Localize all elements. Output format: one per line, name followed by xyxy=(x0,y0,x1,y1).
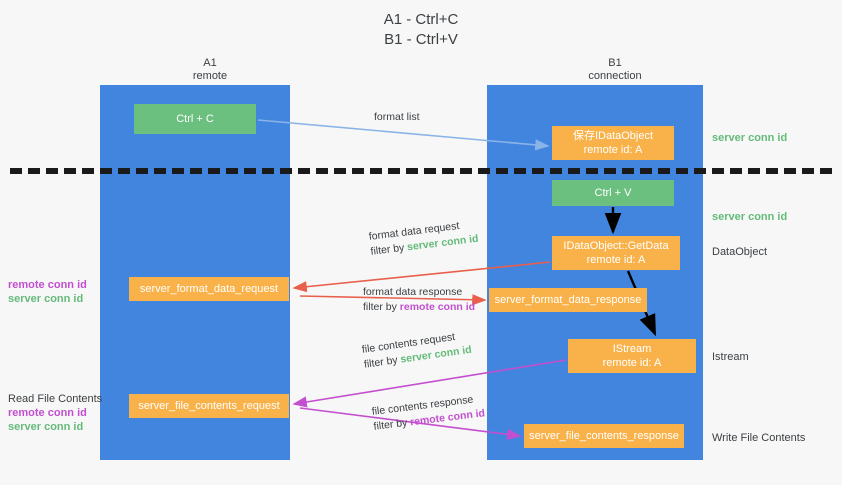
node-server-file-contents-response[interactable]: server_file_contents_response xyxy=(524,424,684,448)
column-header-b1: B1 connection xyxy=(588,57,642,82)
side-note-server-conn-id-top: server conn id xyxy=(712,132,788,144)
edge-label-file-contents-response: file contents response filter by remote … xyxy=(371,391,486,434)
filter-prefix: filter by xyxy=(363,353,402,371)
node-idataobject-getdata[interactable]: IDataObject::GetData remote id: A xyxy=(552,236,680,270)
edge-label-format-data-request: format data request filter by server con… xyxy=(368,217,479,260)
edge-label-file-contents-request: file contents request filter by server c… xyxy=(361,328,473,373)
side-note-server-conn-id-mid: server conn id xyxy=(712,211,788,223)
node-istream[interactable]: IStream remote id: A xyxy=(568,339,696,373)
edge-label-format-list: format list xyxy=(374,111,420,123)
left-note-bottom-title: Read File Contents xyxy=(8,393,103,405)
node-server-file-contents-request[interactable]: server_file_contents_request xyxy=(129,394,289,418)
phase-divider xyxy=(10,168,832,174)
left-note-bottom-server: server conn id xyxy=(8,421,84,433)
column-header-a1: A1 remote xyxy=(192,57,228,82)
filter-prefix: filter by xyxy=(369,241,408,258)
filter-prefix: filter by xyxy=(372,416,411,433)
side-note-dataobject: DataObject xyxy=(712,246,768,258)
diagram-title: A1 - Ctrl+C B1 - Ctrl+V xyxy=(383,11,459,48)
left-note-middle-server: server conn id xyxy=(8,293,84,305)
filter-value-remote-conn-id: remote conn id xyxy=(399,301,476,313)
edge-label-format-data-response: format data response filter by remote co… xyxy=(363,285,475,315)
node-server-format-data-response[interactable]: server_format_data_response xyxy=(489,288,647,312)
node-idataobject[interactable]: 保存IDataObject remote id: A xyxy=(552,126,674,160)
side-note-write-file-contents: Write File Contents xyxy=(712,432,806,444)
left-note-bottom: Read File Contents remote conn id server… xyxy=(8,392,102,434)
left-note-bottom-remote: remote conn id xyxy=(8,407,87,419)
node-server-format-data-request[interactable]: server_format_data_request xyxy=(129,277,289,301)
side-note-istream: Istream xyxy=(712,351,749,363)
node-ctrl-v[interactable]: Ctrl + V xyxy=(552,180,674,206)
edge-label-format-data-response-line2: filter by remote conn id xyxy=(363,300,475,315)
edge-label-format-data-response-line1: format data response xyxy=(363,286,463,298)
left-note-middle: remote conn id server conn id xyxy=(8,278,87,306)
filter-prefix: filter by xyxy=(363,301,400,313)
node-ctrl-c[interactable]: Ctrl + C xyxy=(134,104,256,134)
left-note-middle-remote: remote conn id xyxy=(8,279,87,291)
